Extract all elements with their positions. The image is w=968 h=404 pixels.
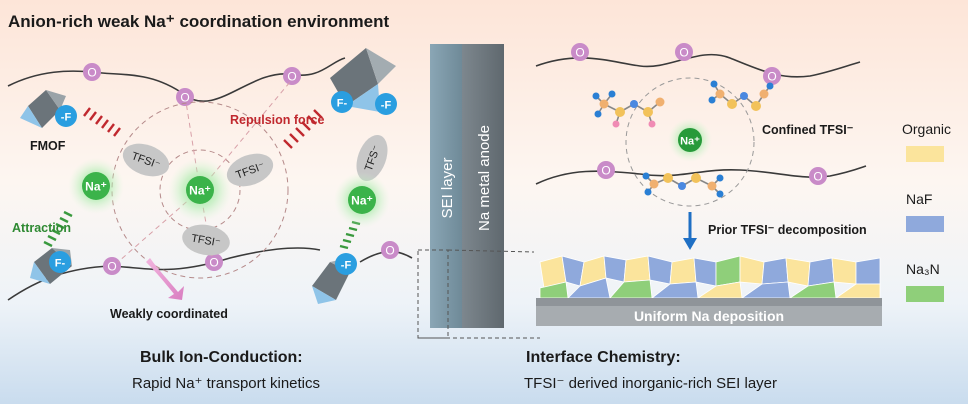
zoom-connector xyxy=(447,249,535,253)
fluorine-atom: F- xyxy=(331,91,353,113)
tfsi-anion: TFSI⁻ xyxy=(182,224,230,256)
bulk-heading: Bulk Ion-Conduction: xyxy=(140,349,303,366)
uniform-deposition-label: Uniform Na deposition xyxy=(634,308,784,324)
oxygen-atom: O xyxy=(103,257,121,275)
legend-label-na3n: Na₃N xyxy=(906,261,940,277)
svg-text:O: O xyxy=(813,170,822,184)
repulsion-label: Repulsion force xyxy=(230,113,325,127)
svg-text:Na⁺: Na⁺ xyxy=(85,180,107,194)
sei-layer-label: SEI layer xyxy=(439,158,456,219)
sei-mosaic xyxy=(539,255,881,299)
oxygen-atom: O xyxy=(763,67,781,85)
fmof-label: FMOF xyxy=(30,139,66,153)
attraction-label: Attraction xyxy=(12,221,71,235)
fluorine-atom: -F xyxy=(55,105,77,127)
fluorine-atom: -F xyxy=(375,93,397,115)
fluorine-atom: F- xyxy=(49,251,71,273)
tfsi-molecule xyxy=(642,172,724,198)
legend-swatch-na3n xyxy=(906,286,944,302)
na-anode-bar xyxy=(462,44,504,328)
repulsion-hatch-left xyxy=(83,107,121,137)
svg-text:O: O xyxy=(287,70,296,84)
na-ion-right: Na⁺ xyxy=(348,186,376,214)
bulk-subheading: Rapid Na⁺ transport kinetics xyxy=(132,375,320,392)
svg-text:-F: -F xyxy=(61,112,72,124)
svg-text:O: O xyxy=(767,70,776,84)
oxygen-atom: O xyxy=(571,43,589,61)
outer-coordination-shell xyxy=(111,101,289,279)
oxygen-atom: O xyxy=(205,253,223,271)
svg-text:O: O xyxy=(679,46,688,60)
svg-text:F-: F- xyxy=(337,98,348,110)
tfsi-anion: TFSI⁻ xyxy=(226,153,274,187)
oxygen-atom: O xyxy=(83,63,101,81)
confined-tfsi-label: Confined TFSI⁻ xyxy=(762,123,854,137)
repulsion-hatch-right xyxy=(283,109,323,149)
svg-text:Na⁺: Na⁺ xyxy=(680,136,700,148)
deposition-base-top xyxy=(536,298,882,306)
interface-subheading: TFSI⁻ derived inorganic-rich SEI layer xyxy=(524,375,777,392)
svg-text:O: O xyxy=(601,164,610,178)
svg-text:O: O xyxy=(209,256,218,270)
na-ion-center: Na⁺ xyxy=(186,176,214,204)
na-ion-left: Na⁺ xyxy=(82,172,110,200)
svg-text:Na⁺: Na⁺ xyxy=(351,194,373,208)
weakly-coordinated-arrow xyxy=(146,258,184,300)
attraction-hatch-left xyxy=(43,210,73,248)
legend-swatch-naf xyxy=(906,216,944,232)
sei-layer-bar xyxy=(430,44,462,328)
svg-text:O: O xyxy=(107,260,116,274)
legend: Organic NaF Na₃N xyxy=(902,121,951,302)
oxygen-atom: O xyxy=(283,67,301,85)
page-title: Anion-rich weak Na⁺ coordination environ… xyxy=(8,12,389,31)
legend-label-naf: NaF xyxy=(906,191,932,207)
oxygen-atom: O xyxy=(809,167,827,185)
legend-swatch-organic xyxy=(906,146,944,162)
oxygen-atom: O xyxy=(597,161,615,179)
svg-text:-F: -F xyxy=(341,260,352,272)
na-ion-confined: Na⁺ xyxy=(678,128,702,152)
inner-coordination-shell xyxy=(159,149,241,231)
svg-text:O: O xyxy=(575,46,584,60)
svg-text:F-: F- xyxy=(55,258,66,270)
oxygen-atom: O xyxy=(675,43,693,61)
svg-text:TFSI⁻: TFSI⁻ xyxy=(190,233,221,250)
legend-label-organic: Organic xyxy=(902,121,951,137)
svg-text:O: O xyxy=(385,244,394,258)
svg-text:Na⁺: Na⁺ xyxy=(189,184,211,198)
tfs-anion: TFS⁻ xyxy=(356,134,388,182)
tfsi-anion: TFSI⁻ xyxy=(122,143,170,177)
polymer-chain-top-right xyxy=(535,53,861,78)
prior-decomposition-label: Prior TFSI⁻ decomposition xyxy=(708,223,867,237)
fluorine-atom: -F xyxy=(335,253,357,275)
svg-text:O: O xyxy=(87,66,96,80)
tfsi-molecule xyxy=(592,90,665,128)
confinement-shell xyxy=(625,77,755,207)
svg-text:O: O xyxy=(180,91,189,105)
oxygen-atom: O xyxy=(176,88,194,106)
na-anode-label: Na metal anode xyxy=(476,125,493,231)
uniform-deposition-bar xyxy=(536,306,882,326)
decomposition-arrow-head xyxy=(683,238,697,250)
svg-text:-F: -F xyxy=(381,100,392,112)
fmof-octahedron xyxy=(20,90,66,128)
interface-heading: Interface Chemistry: xyxy=(526,349,681,366)
tfsi-molecule xyxy=(708,80,774,111)
weakly-coordinated-label: Weakly coordinated xyxy=(110,307,228,321)
oxygen-atom: O xyxy=(381,241,399,259)
